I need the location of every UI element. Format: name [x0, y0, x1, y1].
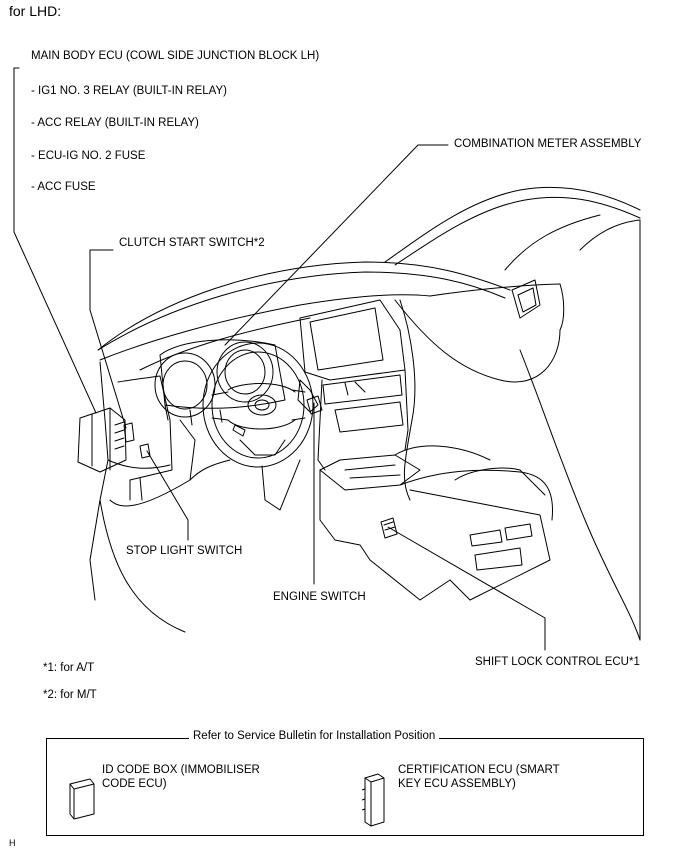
service-bulletin-title: Refer to Service Bulletin for Installati…	[189, 730, 440, 742]
ecu-item-ecu-ig-fuse: - ECU-IG NO. 2 FUSE	[31, 150, 146, 162]
combination-meter-label: COMBINATION METER ASSEMBLY	[454, 138, 642, 150]
id-code-box-label-line2: CODE ECU)	[102, 778, 167, 790]
engine-switch-label: ENGINE SWITCH	[273, 591, 366, 603]
leader-main-body-ecu	[13, 67, 97, 414]
main-body-ecu-title: MAIN BODY ECU (COWL SIDE JUNCTION BLOCK …	[31, 50, 320, 62]
leader-stop-light	[146, 450, 189, 541]
certification-ecu-label-line2: KEY ECU ASSEMBLY)	[398, 778, 516, 790]
stop-light-switch-label: STOP LIGHT SWITCH	[126, 545, 243, 557]
ecu-item-acc-fuse: - ACC FUSE	[31, 181, 96, 193]
leader-shift-lock	[387, 526, 546, 651]
footnote-1: *1: for A/T	[43, 662, 95, 674]
shift-lock-ecu-label: SHIFT LOCK CONTROL ECU*1	[475, 656, 640, 668]
header-lhd: for LHD:	[9, 3, 62, 19]
clutch-start-switch-label: CLUTCH START SWITCH*2	[119, 237, 265, 249]
footnote-2: *2: for M/T	[43, 689, 97, 701]
leader-combination-meter	[224, 144, 449, 346]
ecu-item-ig1-relay: - IG1 NO. 3 RELAY (BUILT-IN RELAY)	[31, 85, 227, 97]
leader-clutch-start	[89, 249, 127, 429]
id-code-box-label-line1: ID CODE BOX (IMMOBILISER	[102, 764, 260, 776]
ecu-item-acc-relay: - ACC RELAY (BUILT-IN RELAY)	[31, 117, 199, 129]
id-code-box-icon	[69, 778, 95, 820]
corner-mark: H	[9, 838, 16, 848]
certification-ecu-label-line1: CERTIFICATION ECU (SMART	[398, 764, 560, 776]
certification-ecu-icon	[364, 773, 385, 827]
